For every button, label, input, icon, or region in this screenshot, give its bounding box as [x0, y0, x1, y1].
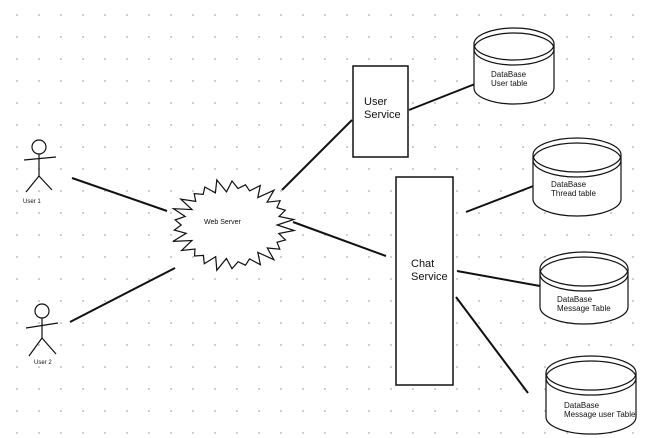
- actor-user1-label: User 1: [23, 199, 41, 205]
- connector-chatservice-messageusertable: [455, 296, 529, 394]
- database-user-table-label-line2: User table: [491, 79, 528, 89]
- database-message-table-label-line2: Message Table: [557, 304, 611, 314]
- database-user-table-label: DataBase User table: [491, 70, 527, 88]
- database-message-table-cylinder: [539, 251, 629, 325]
- web-server-label: Web Server: [204, 219, 241, 226]
- database-user-table-cylinder: [473, 27, 555, 105]
- database-message-user-table-label: DataBase Message user Table: [564, 401, 635, 419]
- chat-service-label-line1: Chat: [411, 258, 435, 270]
- database-message-user-table-label-line2: Message user Table: [564, 410, 636, 420]
- user-service-label: User Service: [364, 96, 401, 121]
- connector-user2-webserver: [69, 267, 176, 323]
- database-thread-table-label: DataBase Thread table: [551, 180, 596, 198]
- chat-service-label: Chat Service: [411, 258, 448, 283]
- database-thread-table-cylinder: [532, 137, 622, 217]
- database-message-table-label: DataBase Message Table: [557, 295, 611, 313]
- database-thread-table-label-line1: DataBase: [551, 180, 587, 189]
- web-server-cloud: [171, 178, 297, 272]
- user-service-label-line2: Service: [364, 108, 401, 121]
- chat-service-label-line2: Service: [411, 270, 448, 283]
- user-service-label-line1: User: [364, 96, 388, 108]
- database-user-table-label-line1: DataBase: [491, 70, 527, 79]
- actor-user2-label: User 2: [34, 360, 52, 366]
- connector-chatservice-messagetable: [456, 270, 541, 287]
- database-thread-table-label-line2: Thread table: [551, 189, 596, 199]
- database-message-user-table-cylinder: [545, 355, 637, 435]
- database-message-table-label-line1: DataBase: [557, 295, 593, 304]
- connector-webserver-chatservice: [292, 221, 387, 257]
- connector-userservice-usertable: [408, 81, 481, 111]
- connector-user1-webserver: [71, 177, 168, 212]
- connector-chatservice-threadtable: [465, 184, 537, 213]
- actor-user1-figure: [23, 139, 57, 193]
- connector-webserver-userservice: [281, 119, 353, 191]
- database-message-user-table-label-line1: DataBase: [564, 401, 600, 410]
- user-service-box: [352, 65, 409, 158]
- actor-user2-figure: [25, 303, 59, 357]
- chat-service-box: [395, 176, 454, 386]
